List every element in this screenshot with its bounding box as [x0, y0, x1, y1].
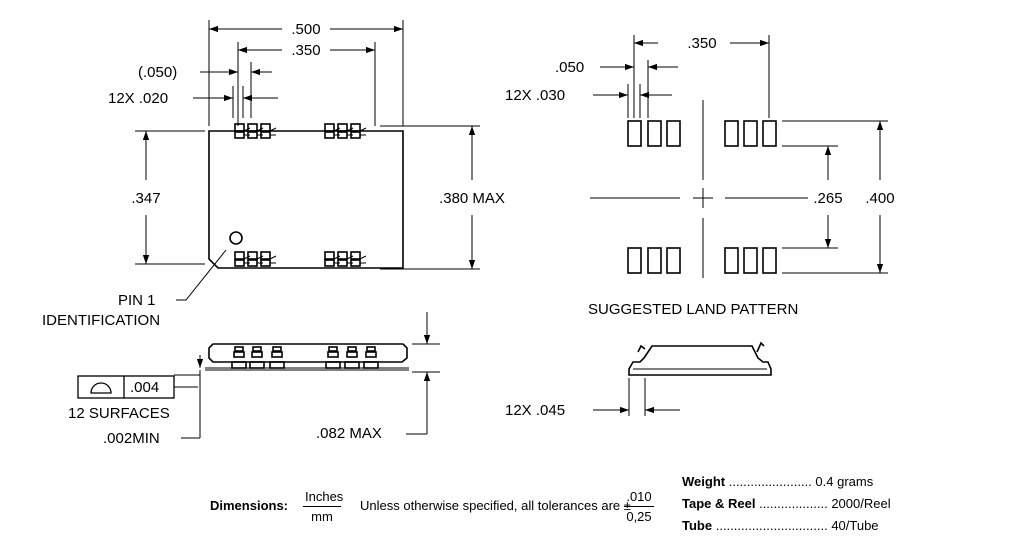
tube-value: 40/Tube	[831, 518, 879, 533]
dim-lead-pitch: (.050)	[138, 64, 177, 81]
package-lead	[337, 251, 354, 267]
side-lead	[269, 346, 285, 369]
tube-label: Tube	[682, 518, 713, 533]
top-lead-row-lower	[234, 251, 367, 267]
dimensions-label: Dimensions:	[210, 498, 289, 513]
land-pad-upper	[627, 120, 642, 147]
lp-dim-span: .350	[687, 35, 716, 52]
package-lead	[350, 123, 367, 139]
tolerance-mm: 0,25	[626, 509, 652, 524]
units-inches: Inches	[303, 489, 343, 507]
pin1-label-line2: IDENTIFICATION	[42, 312, 160, 329]
lp-dim-pad-width: 12X .030	[505, 87, 565, 104]
land-pad-lower	[724, 247, 739, 274]
flatness-callout: .004	[77, 374, 200, 399]
land-pad-upper	[647, 120, 662, 147]
land-pad-upper	[724, 120, 739, 147]
tube-leader: ...............................	[715, 518, 828, 533]
package-body-outline	[208, 130, 404, 269]
spec-tube: Tube ............................... 40/…	[682, 515, 891, 537]
flatness-value: .004	[130, 379, 159, 396]
side-lead	[344, 346, 360, 369]
dim-lead-width: 12X .020	[108, 90, 168, 107]
side-lead	[249, 346, 265, 369]
side-lead	[231, 346, 247, 369]
pin1-marker-circle	[229, 231, 243, 245]
pin1-label-line1: PIN 1	[118, 292, 156, 309]
package-lead	[350, 251, 367, 267]
weight-leader: .......................	[728, 474, 812, 489]
dim-pitch-span: .350	[291, 42, 320, 59]
dim-height-max: .380 MAX	[439, 190, 505, 207]
package-lead	[234, 251, 251, 267]
lp-dim-inner: .265	[813, 190, 842, 207]
land-pad-upper	[743, 120, 758, 147]
side-view: .082 MAX .002MIN .004 12 SURFACES	[68, 312, 440, 447]
package-lead	[234, 123, 251, 139]
dim-standoff: .002MIN	[103, 430, 160, 447]
lead-detail-dim: 12X .045	[505, 402, 565, 419]
land-pad-upper	[666, 120, 681, 147]
lead-detail-view: 12X .045	[505, 341, 772, 419]
footer: Dimensions: Inches mm Unless otherwise s…	[0, 470, 1010, 549]
dim-overall-width: .500	[291, 21, 320, 38]
dim-body-height: .347	[131, 190, 160, 207]
top-view: .500 .350 (.050) 12X .020 .347 .380 MAX …	[42, 20, 505, 329]
land-pad-lower	[627, 247, 642, 274]
side-lead	[363, 346, 379, 369]
package-lead	[337, 123, 354, 139]
top-lead-row-upper	[234, 123, 367, 139]
side-leads	[231, 346, 379, 369]
tolerance-fraction: .010 0,25	[624, 489, 654, 524]
package-lead	[247, 123, 264, 139]
land-pads	[627, 120, 777, 274]
lead-detail-body	[628, 345, 772, 376]
profile-of-surface-icon	[90, 382, 112, 394]
weight-value: 0.4 grams	[815, 474, 874, 489]
tape-reel-value: 2000/Reel	[831, 496, 891, 511]
tolerance-inches: .010	[624, 489, 654, 507]
side-body-outline	[208, 343, 408, 363]
package-lead	[324, 123, 341, 139]
package-lead	[324, 251, 341, 267]
spec-tape-reel: Tape & Reel ................... 2000/Ree…	[682, 493, 891, 515]
tape-reel-leader: ...................	[759, 496, 828, 511]
tolerance-text: Unless otherwise specified, all toleranc…	[360, 498, 631, 513]
land-pad-upper	[762, 120, 777, 147]
packaging-specs: Weight ....................... 0.4 grams…	[682, 471, 891, 537]
side-lead	[325, 346, 341, 369]
tape-reel-label: Tape & Reel	[682, 496, 756, 511]
units-mm: mm	[311, 509, 333, 524]
package-lead	[260, 251, 277, 267]
package-lead	[260, 123, 277, 139]
lp-dim-pitch: .050	[555, 59, 584, 76]
flatness-note: 12 SURFACES	[68, 405, 170, 422]
land-pad-lower	[647, 247, 662, 274]
land-pad-lower	[762, 247, 777, 274]
mechanical-drawing: .500 .350 (.050) 12X .020 .347 .380 MAX …	[42, 20, 895, 447]
spec-weight: Weight ....................... 0.4 grams	[682, 471, 891, 493]
land-pattern-view: .350 .050 12X .030 .265 .400 SUGGESTED L…	[505, 35, 895, 318]
dim-side-height-max: .082 MAX	[316, 425, 382, 442]
units-fraction: Inches mm	[303, 489, 343, 524]
lp-dim-outer: .400	[865, 190, 894, 207]
land-pad-lower	[743, 247, 758, 274]
land-pad-lower	[666, 247, 681, 274]
package-lead	[247, 251, 264, 267]
land-pattern-title: SUGGESTED LAND PATTERN	[588, 301, 798, 318]
weight-label: Weight	[682, 474, 726, 489]
